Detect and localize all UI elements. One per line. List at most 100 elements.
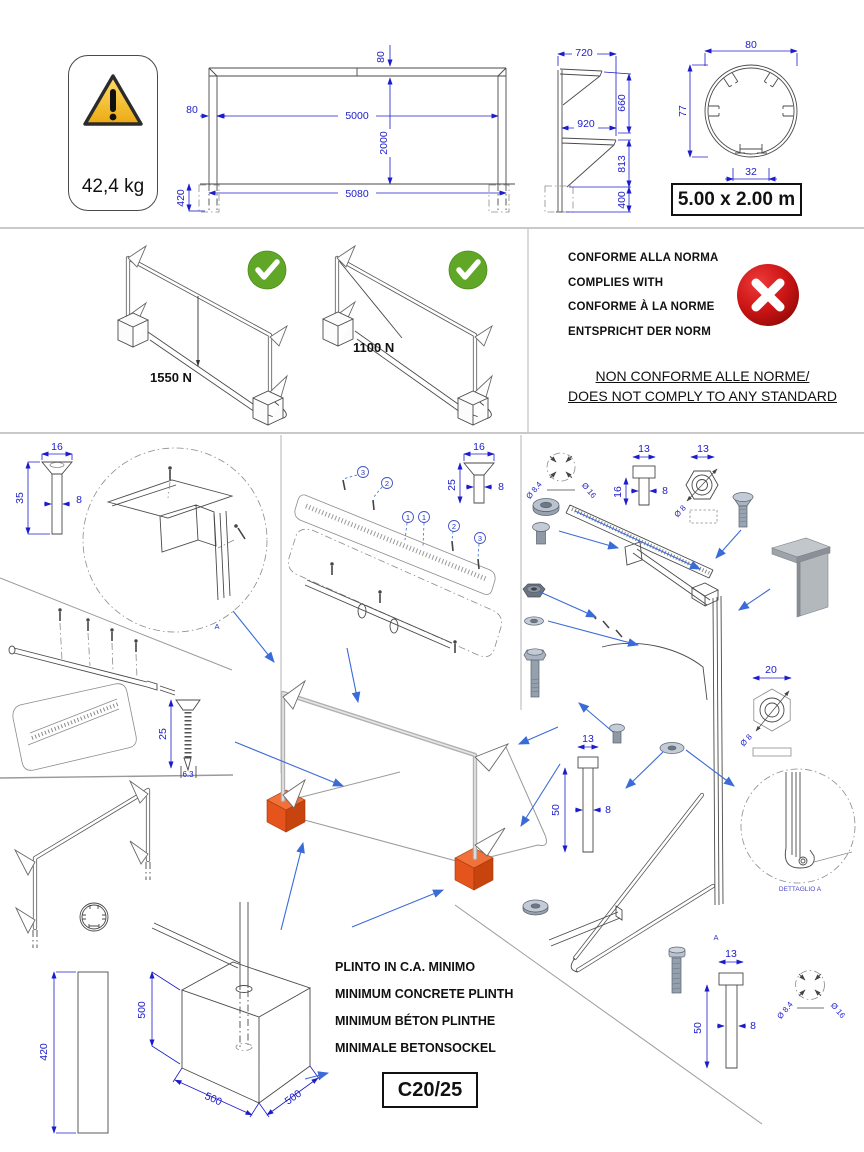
dim-plinth-w: 500 [203,1090,224,1108]
weight-label: 42,4 kg [81,176,145,197]
small-profile-circle [79,902,109,932]
dim-rail-screw-w: 16 [473,441,485,453]
detail-ref-a: A [214,622,219,631]
dim-bolt-bot-head: 13 [725,948,737,960]
concrete-block [321,311,490,426]
bolt-mid-drawing: 13 50 8 [550,733,611,853]
profile-section-drawing: 80 77 32 [677,39,798,182]
section-dividers [0,227,864,1125]
plinth-text-block: PLINTO IN C.A. MINIMO MINIMUM CONCRETE P… [335,960,513,1068]
warning-icon [83,74,143,126]
washer-top-drawing: Ø 8.4 Ø 16 [524,452,598,501]
concrete-block [116,312,285,426]
dim-washer-in: Ø 8.4 [524,480,544,501]
shoulder-bolt-icon [532,522,550,545]
dim-foot-h: 400 [616,191,628,209]
detail-ref-a2: A [713,933,718,942]
dim-bolt-bot-len: 50 [692,1022,704,1034]
balloon-3a: 3 [361,468,365,477]
assembly-arrows [232,610,561,1080]
dim-bolt-mid-dia: 8 [605,804,611,816]
corner-exploded-view [539,504,771,973]
washer-3d-icon [522,899,549,916]
dettaglio-a-detail: DETTAGLIO A A [713,768,856,942]
plinth-line-fr: MINIMUM BÉTON PLINTHE [335,1014,496,1028]
weight-card: 42,4 kg [68,55,158,211]
balloon-2b: 2 [452,522,456,531]
dim-flange-w: 20 [765,664,777,676]
goal-size-box: 5.00 x 2.00 m [671,183,802,216]
bolt-short-drawing: 13 16 8 [612,443,668,506]
front-view-drawing: 80 80 5000 2000 5080 420 [175,45,515,213]
dim-rail-screw-dia: 8 [498,481,504,493]
dim-bolt-mid-len: 50 [550,804,562,816]
check-icon [448,250,488,290]
dark-hex-nut-icon [522,583,546,598]
dim-nut-w: 13 [697,443,709,455]
noncompliance-line-2: DOES NOT COMPLY TO ANY STANDARD [568,388,837,404]
hex-nut-drawing: 13 Ø 8 [672,443,719,524]
balloon-1a: 1 [406,513,410,522]
compliant-goal-2: 1100 N [321,244,493,426]
dim-nut-dia: Ø 8 [672,503,688,519]
shoulder-bolt-icon-2 [609,723,625,744]
hex-screw-icon [668,946,686,994]
dim-height: 2000 [378,131,390,155]
load-label-1550: 1550 N [150,370,192,385]
tek-screw-drawing: 25 6.3 [157,699,201,779]
balloon-1b: 1 [422,513,426,522]
net-rail-panel-detail [12,683,137,771]
cross-icon [737,264,799,326]
noncompliance-line-1: NON CONFORME ALLE NORME/ [595,368,810,384]
detail-label: DETTAGLIO A [779,886,822,893]
dim-upper-h: 660 [616,94,628,112]
dim-mid-arm: 920 [577,118,595,130]
flanged-washer-icon-2 [659,742,685,754]
rail-screw-drawing: 16 25 8 [446,441,504,504]
plinth-iso-drawing: 500 500 500 [136,902,321,1118]
post-drawing: 420 [38,971,109,1134]
balloon-2a: 2 [385,479,389,488]
dim-screw-dia: 8 [76,494,82,506]
hardware-icons [522,498,686,994]
dim-washer2-out: Ø 16 [829,1001,847,1020]
dim-profile-w: 80 [745,39,757,51]
side-view-drawing: 720 660 920 813 400 [544,46,632,213]
dim-outer-width: 5080 [345,188,369,200]
plinth-line-it: PLINTO IN C.A. MINIMO [335,960,476,974]
dim-bolt-short-head: 13 [638,443,650,455]
dim-tek-len: 25 [157,728,169,740]
dim-rail-screw-len: 25 [446,479,458,491]
flat-washer-icon [524,616,544,626]
compliance-text-block: CONFORME ALLA NORMA COMPLIES WITH CONFOR… [568,252,808,350]
dim-screw-len: 35 [14,492,26,504]
compliance-line-en: COMPLIES WITH [568,276,664,289]
dim-post-len: 420 [38,1043,50,1061]
compliance-line-fr: CONFORME À LA NORME [568,301,715,313]
check-icon [247,250,287,290]
load-label-1100: 1100 N [353,340,394,355]
dim-top-arm: 720 [575,47,593,59]
balloon-callouts: 3 2 1 1 2 3 [342,466,486,570]
dim-bar-depth: 80 [375,51,387,63]
dim-washer-out: Ø 16 [580,481,598,500]
dim-screw-w: 16 [51,441,63,453]
noncompliance-text-block: NON CONFORME ALLE NORME/ DOES NOT COMPLY… [545,368,860,408]
dim-flange-dia: Ø 8 [738,732,754,748]
dim-profile-h: 77 [677,105,689,117]
dim-tek-dia: 6.3 [182,770,194,779]
dim-lower-h: 813 [616,155,628,173]
compliance-line-de: ENTSPRICHT DER NORM [568,325,712,338]
net-bar-assembly [8,608,176,696]
frame-iso-drawing [13,779,151,948]
dim-plinth-h: 500 [136,1001,148,1019]
dim-bolt-short-dia: 8 [662,485,668,497]
crossbar-exploded-view: 3 2 1 1 2 3 [288,466,502,658]
concrete-class-box: C20/25 [382,1072,478,1108]
dim-post-width: 80 [186,104,198,116]
compliant-goal-1: 1550 N [116,244,288,426]
dim-profile-slot: 32 [745,166,757,178]
center-goal-iso [266,679,547,891]
